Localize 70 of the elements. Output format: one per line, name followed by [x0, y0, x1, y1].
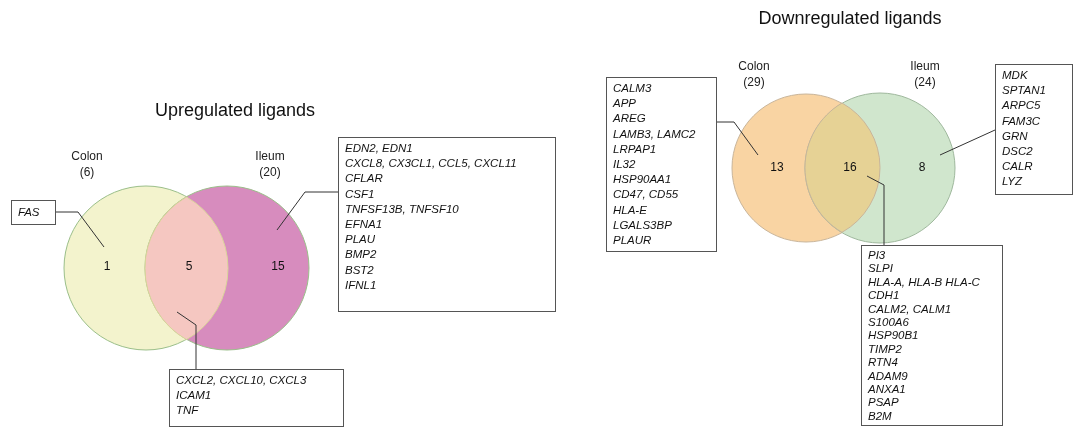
gene-label: CXCL2, CXCL10, CXCL3: [176, 373, 308, 388]
gene-label: FAM3C: [1002, 113, 1042, 129]
gene-label: ARPC5: [1002, 98, 1042, 114]
leader-line: [176, 311, 197, 370]
gene-label: ANXA1: [868, 383, 907, 397]
leader-line: [276, 191, 339, 231]
gene-label: LAMB3, LAMC2: [613, 126, 697, 142]
gene-label: SLPI: [868, 262, 894, 276]
callout-box: [995, 64, 1073, 195]
gene-label: APP: [613, 96, 637, 112]
gene-label: CXCL8, CX3CL1, CCL5, CXCL11: [345, 156, 518, 172]
gene-label: TNF: [176, 403, 200, 419]
gene-label: IL32: [613, 157, 637, 172]
gene-label: RTN4: [868, 356, 899, 370]
panel-title: Downregulated ligands: [758, 8, 942, 29]
callout-box: [338, 137, 556, 312]
gene-label: CFLAR: [345, 171, 384, 187]
callout-box: [11, 200, 56, 225]
gene-label: DSC2: [1002, 144, 1034, 159]
gene-label: AREG: [613, 111, 647, 127]
callout-box: [861, 245, 1003, 426]
gene-label: TNFSF13B, TNFSF10: [345, 201, 460, 217]
set-label: Colon (6): [71, 148, 103, 180]
gene-label: CSF1: [345, 186, 376, 202]
gene-label: HSP90AA1: [613, 172, 673, 188]
gene-label: B2M: [868, 409, 893, 424]
gene-label: ADAM9: [868, 369, 909, 384]
gene-label: LRPAP1: [613, 141, 658, 157]
gene-label: ICAM1: [176, 388, 213, 404]
set-label: Colon (29): [738, 58, 770, 90]
gene-label: BMP2: [345, 247, 378, 263]
gene-label: S100A6: [868, 316, 910, 330]
gene-label: PLAU: [345, 232, 377, 248]
gene-label: CALM2, CALM1: [868, 302, 953, 317]
count-label: 1: [103, 259, 111, 273]
gene-label: CDH1: [868, 289, 901, 303]
gene-label: PLAUR: [613, 233, 653, 249]
gene-label: MDK: [1002, 68, 1029, 83]
leader-line: [866, 175, 885, 246]
gene-label: BST2: [345, 262, 375, 278]
leader-line: [716, 121, 759, 156]
gene-label: PI3: [868, 249, 887, 263]
gene-label: PSAP: [868, 396, 900, 410]
gene-label: LYZ: [1002, 174, 1024, 190]
leader-line: [939, 129, 996, 156]
gene-label: CALM3: [613, 81, 653, 96]
gene-label: HSP90B1: [868, 329, 920, 343]
gene-label: LGALS3BP: [613, 217, 673, 233]
callout-box: [606, 77, 717, 252]
gene-label: CALR: [1002, 159, 1034, 175]
set-label: Ileum (20): [255, 148, 285, 180]
count-label: 16: [843, 160, 857, 174]
gene-label: GRN: [1002, 128, 1029, 144]
gene-label: SPTAN1: [1002, 83, 1047, 99]
count-label: 8: [918, 160, 926, 174]
gene-label: EDN2, EDN1: [345, 141, 414, 156]
panel-title: Upregulated ligands: [154, 100, 316, 121]
gene-label: TIMP2: [868, 342, 903, 357]
count-label: 15: [271, 259, 285, 273]
leader-line: [55, 211, 105, 248]
gene-label: EFNA1: [345, 217, 384, 232]
gene-label: FAS: [18, 205, 41, 220]
set-label: Ileum (24): [910, 58, 940, 90]
gene-label: HLA-E: [613, 202, 648, 218]
gene-label: IFNL1: [345, 277, 378, 293]
count-label: 13: [770, 160, 784, 174]
gene-label: CD47, CD55: [613, 187, 680, 203]
count-label: 5: [185, 259, 193, 273]
gene-label: HLA-A, HLA-B HLA-C: [868, 275, 981, 290]
callout-box: [169, 369, 344, 427]
